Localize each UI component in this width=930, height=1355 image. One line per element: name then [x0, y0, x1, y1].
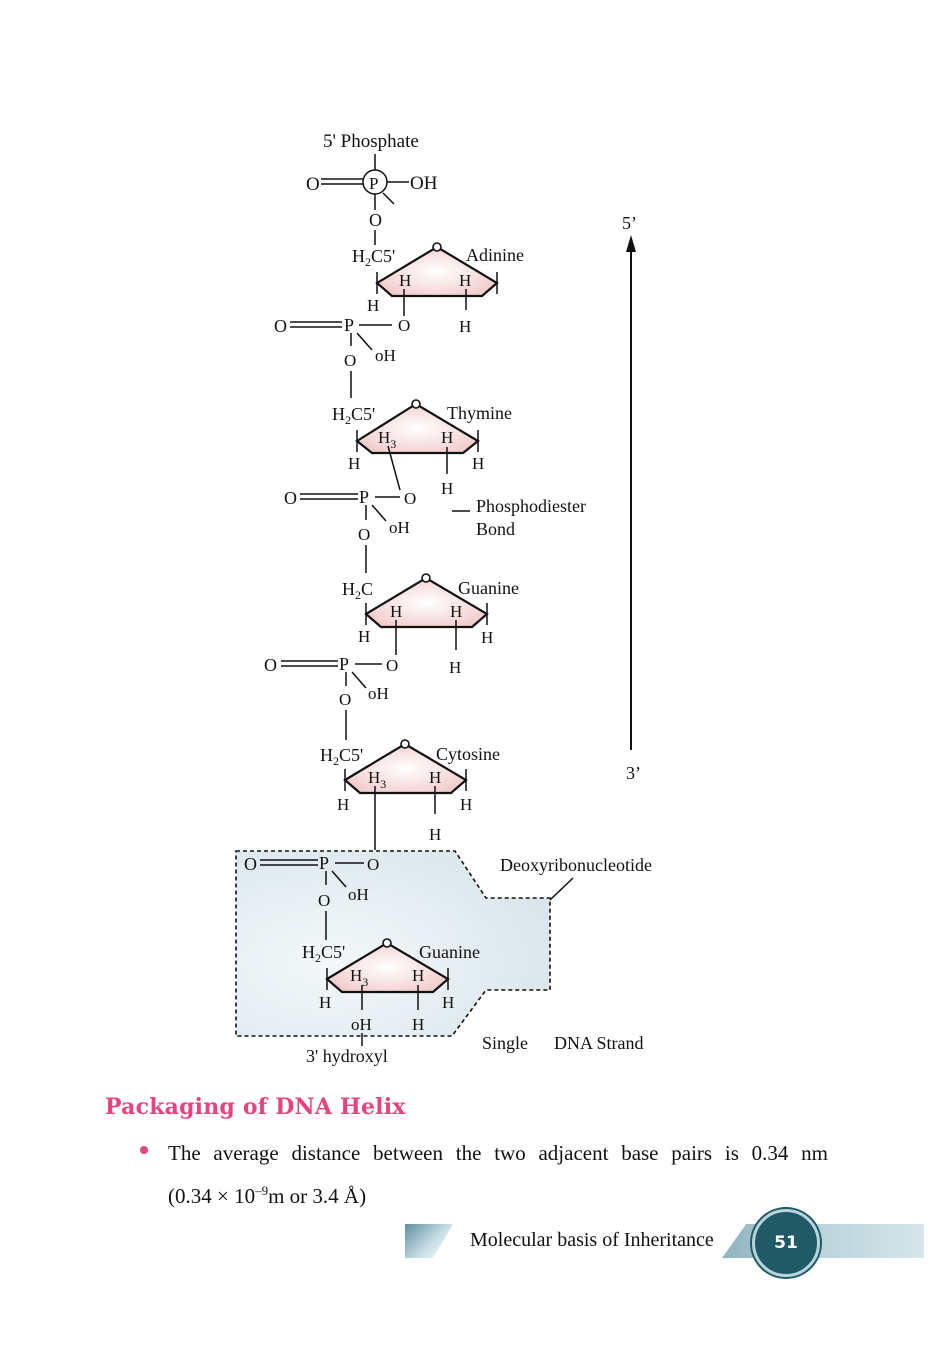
- phosphorus-label: P: [369, 174, 378, 193]
- hydrogen-label: H: [472, 454, 484, 473]
- nucleotide-guanine: H2C Guanine H H H H H: [342, 573, 519, 677]
- hydrogen-label: H: [459, 317, 471, 336]
- deoxyribose-ring: [343, 742, 468, 795]
- dna-strand-diagram: 5' Phosphate O P OH O H2C5' Adinine H H …: [235, 131, 652, 1066]
- h3-label: H3: [350, 966, 368, 989]
- hydrogen-label: H: [399, 271, 411, 290]
- nucleotide-cytosine: H2C5' Cytosine H3 H H H H: [320, 739, 500, 850]
- footer-chapter-title: Molecular basis of Inheritance: [470, 1229, 714, 1251]
- hydrogen-label: H: [390, 602, 402, 621]
- bullet-dot: [140, 1146, 148, 1154]
- hydrogen-label: H: [441, 428, 453, 447]
- base-label-adinine: Adinine: [466, 245, 524, 265]
- hydrogen-label: H: [450, 602, 462, 621]
- hydrogen-label: H: [442, 993, 454, 1012]
- page-footer: Molecular basis of Inheritance 51: [0, 1209, 930, 1285]
- nucleotide-thymine: H2C5' Thymine H3 H H H H: [332, 399, 512, 498]
- oxygen-label: O: [264, 655, 277, 675]
- oxygen-label: O: [284, 488, 297, 508]
- base-label-guanine-terminal: Guanine: [419, 942, 480, 962]
- hydrogen-label: H: [412, 1015, 424, 1034]
- phosphorus-label: P: [359, 487, 369, 507]
- hydrogen-label: H: [441, 479, 453, 498]
- deoxyribose-ring: [355, 402, 480, 455]
- phosphate-group: O P O oH O Phosphodiester Bond: [284, 487, 586, 573]
- deoxyribose-ring: [364, 576, 489, 629]
- dna-strand-label: DNA Strand: [554, 1033, 644, 1053]
- phosphate-group: O P O oH O: [264, 654, 398, 740]
- five-prime-phosphate-label: 5' Phosphate: [323, 131, 419, 152]
- single-strand-label: Single: [482, 1033, 528, 1053]
- phosphorus-label: P: [319, 853, 329, 873]
- oxygen-label: O: [398, 316, 410, 335]
- phosphodiester-label-bond: Bond: [476, 519, 515, 539]
- bullet-text: The average distance between the two adj…: [168, 1134, 828, 1215]
- hydrogen-label: H: [460, 795, 472, 814]
- oxygen-label: O: [386, 656, 398, 675]
- hydrogen-label: H: [449, 658, 461, 677]
- oxygen-label: O: [274, 316, 287, 336]
- hydrogen-label: H: [319, 993, 331, 1012]
- hydrogen-label: H: [348, 454, 360, 473]
- base-label-thymine: Thymine: [447, 403, 512, 423]
- bullet-line-2: (0.34 × 10–9m or 3.4 Å): [168, 1183, 367, 1208]
- deoxyribose-ring: [325, 941, 450, 994]
- hydrogen-label: H: [459, 271, 471, 290]
- arrow-five-prime-label: 5’: [622, 213, 637, 233]
- bullet-line-1: The average distance between the two adj…: [168, 1141, 828, 1165]
- h2c5-label: H2C5': [332, 404, 375, 427]
- phosphodiester-label: Phosphodiester: [476, 496, 586, 516]
- deoxyribonucleotide-label: Deoxyribonucleotide: [500, 855, 652, 875]
- phosphorus-label: P: [344, 315, 354, 335]
- hydroxyl-label: OH: [410, 173, 438, 194]
- section-heading: Packaging of DNA Helix: [105, 1094, 406, 1120]
- oxygen-label: O: [367, 855, 379, 874]
- footer-decoration-left: [405, 1224, 453, 1258]
- hydroxyl-label: oH: [389, 518, 410, 537]
- phosphate-group: O P O oH O: [244, 853, 379, 940]
- h3-label: H3: [368, 768, 386, 791]
- h3-label: H3: [378, 428, 396, 451]
- arrow-three-prime-label: 3’: [626, 763, 641, 783]
- page-number-badge: 51: [752, 1209, 820, 1277]
- hydrogen-label: H: [367, 296, 379, 315]
- nucleotide-adinine: H2C5' Adinine H H H O H: [352, 242, 524, 336]
- phosphorus-label: P: [339, 654, 349, 674]
- deoxyribonucleotide-box: [235, 850, 551, 1037]
- base-label-guanine: Guanine: [458, 578, 519, 598]
- oxygen-label: O: [306, 174, 320, 195]
- oxygen-label: O: [318, 891, 330, 910]
- page-number: 51: [774, 1233, 798, 1253]
- h2c5-label: H2C5': [320, 745, 363, 768]
- oxygen-label: O: [404, 489, 416, 508]
- direction-arrow-head: [626, 235, 636, 252]
- h2c5-label: H2C5': [302, 942, 345, 965]
- base-label-cytosine: Cytosine: [436, 744, 500, 764]
- nucleotide-guanine-terminal: H2C5' Guanine H3 H H H oH H 3' hydroxyl: [302, 938, 480, 1066]
- hydrogen-label: H: [429, 825, 441, 844]
- hydroxyl-label: oH: [348, 885, 369, 904]
- hydroxyl-label: oH: [351, 1015, 372, 1034]
- oxygen-label: O: [369, 210, 382, 230]
- hydrogen-label: H: [481, 628, 493, 647]
- h2c5-label: H2C5': [352, 246, 395, 269]
- oxygen-label: O: [344, 351, 356, 370]
- hydrogen-label: H: [337, 795, 349, 814]
- hydrogen-label: H: [358, 627, 370, 646]
- oxygen-label: O: [244, 854, 257, 874]
- three-prime-hydroxyl-label: 3' hydroxyl: [306, 1046, 388, 1066]
- deoxyribose-ring: [375, 245, 499, 298]
- oxygen-label: O: [339, 690, 351, 709]
- phosphate-group: O P oH O: [274, 315, 396, 398]
- oxygen-label: O: [358, 525, 370, 544]
- hydrogen-label: H: [429, 768, 441, 787]
- hydrogen-label: H: [412, 966, 424, 985]
- hydroxyl-label: oH: [368, 684, 389, 703]
- h2c-label: H2C: [342, 579, 373, 602]
- hydroxyl-label: oH: [375, 346, 396, 365]
